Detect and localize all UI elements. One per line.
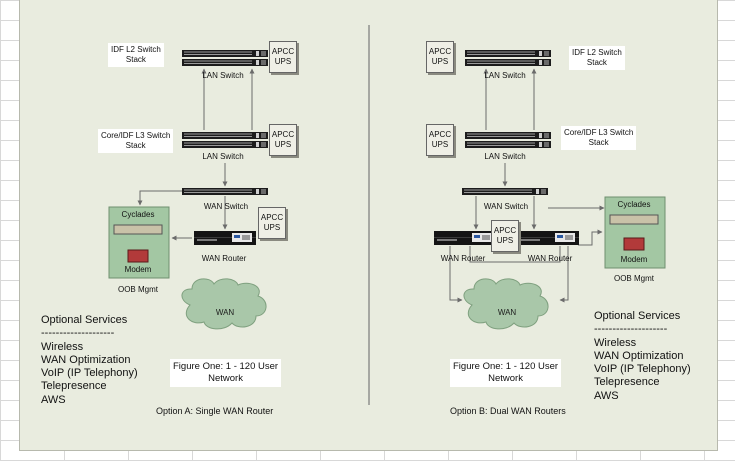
a-wan-cloud [181,278,267,330]
a-ups-wan: APCC UPS [258,207,286,239]
a-lan-switch-top-unit-2 [182,59,268,66]
b-wan-router-left [434,231,496,245]
optional-services-left-item: WAN Optimization [41,353,131,366]
b-ups-router-label: APCC UPS [493,226,517,245]
b-lan-switch-top-unit-1 [465,50,551,57]
a-wan-router-label: WAN Router [201,254,247,263]
b-right-router-to-cloud [559,246,569,303]
a-lan-switch-top-unit-1 [182,50,268,57]
b-lan-switch-top-label: LAN Switch [484,71,526,80]
a-ups-wan-label: APCC UPS [260,213,284,232]
a-wan-cloud-label: WAN [216,308,235,317]
b-router-cross-link [469,246,561,263]
b-wan-router-left-label: WAN Router [440,254,486,263]
optional-services-left-item: Wireless [41,340,84,353]
optional-services-right-item: Wireless [594,336,637,349]
b-oob-label: OOB Mgmt [613,274,654,283]
optional-services-left-rule: -------------------- [41,327,115,340]
b-lan-switch-mid-label: LAN Switch [484,152,526,161]
a-modem-label: Modem [124,265,152,274]
optional-services-right-rule: -------------------- [594,323,668,336]
b-wan-router-right-label: WAN Router [527,254,573,263]
a-lan-switch-mid-label: LAN Switch [202,152,244,161]
a-wan-router [194,231,256,245]
a-oob-label: OOB Mgmt [117,285,158,294]
b-figure-caption: Figure One: 1 - 120 User Network [450,359,562,387]
b-core-l3-label: Core/IDF L3 Switch Stack [561,126,637,150]
optional-services-right-item: WAN Optimization [594,349,684,362]
b-ups-top-label: APCC UPS [428,47,452,66]
optional-services-right-item: Telepresence [594,376,660,389]
b-lan-switch-top-unit-2 [465,59,551,66]
optional-services-right-item: AWS [594,389,619,402]
a-lan-switch-mid-unit-2 [182,141,268,148]
diagram-graphics: WAN [108,25,666,405]
optional-services-left-title: Optional Services [41,314,128,326]
option-a-graphics: WAN [108,50,268,330]
a-ups-top: APCC UPS [269,41,297,73]
diagram-canvas: WAN [19,0,718,451]
b-modem-device [623,237,645,251]
a-ups-mid: APCC UPS [269,124,297,156]
a-lan-switch-mid-unit-1 [182,132,268,139]
a-idf-l2-label: IDF L2 Switch Stack [108,43,164,67]
b-wan-switch-unit [462,188,548,195]
b-cyclades-label: Cyclades [617,200,651,209]
optional-services-right-item: VoIP (IP Telephony) [594,363,691,376]
a-modem-device [127,249,149,263]
a-oob-box [108,206,170,279]
optional-services-right-title: Optional Services [594,310,681,322]
b-modem-label: Modem [620,255,648,264]
a-cyclades-device [113,224,163,235]
b-option-caption: Option B: Dual WAN Routers [450,406,566,416]
b-oob-box [604,196,666,269]
a-wan-switch-unit [182,188,268,195]
optional-services-left-item: AWS [41,393,66,406]
a-ups-mid-label: APCC UPS [271,130,295,149]
b-idf-l2-label: IDF L2 Switch Stack [569,46,625,70]
b-cyclades-device [609,214,659,225]
a-figure-caption: Figure One: 1 - 120 User Network [170,359,282,387]
a-core-l3-label: Core/IDF L3 Switch Stack [98,129,174,153]
b-lan-switch-mid-unit-2 [465,141,551,148]
optional-services-right: Optional Services -------------------- W… [594,310,691,403]
optional-services-left-item: VoIP (IP Telephony) [41,367,138,380]
b-wan-switch-label: WAN Switch [483,202,529,211]
b-ups-mid-label: APCC UPS [428,130,452,149]
a-cyclades-label: Cyclades [121,210,155,219]
b-wan-cloud [463,278,549,330]
b-lan-switch-mid-unit-1 [465,132,551,139]
b-ups-router: APCC UPS [491,220,519,252]
a-option-caption: Option A: Single WAN Router [156,406,274,416]
b-wan-router-right [517,231,579,245]
option-b-graphics: WAN [434,50,666,330]
a-wan-switch-label: WAN Switch [203,202,249,211]
b-ups-top: APCC UPS [426,41,454,73]
b-router-to-oob [578,229,603,246]
a-lan-switch-top-label: LAN Switch [202,71,244,80]
a-wan-switch-to-cyclades [137,190,182,206]
optional-services-left: Optional Services -------------------- W… [41,314,138,407]
a-ups-top-label: APCC UPS [271,47,295,66]
b-left-router-to-cloud [449,246,463,303]
b-ups-mid: APCC UPS [426,124,454,156]
optional-services-left-item: Telepresence [41,380,107,393]
b-wan-cloud-label: WAN [498,308,517,317]
